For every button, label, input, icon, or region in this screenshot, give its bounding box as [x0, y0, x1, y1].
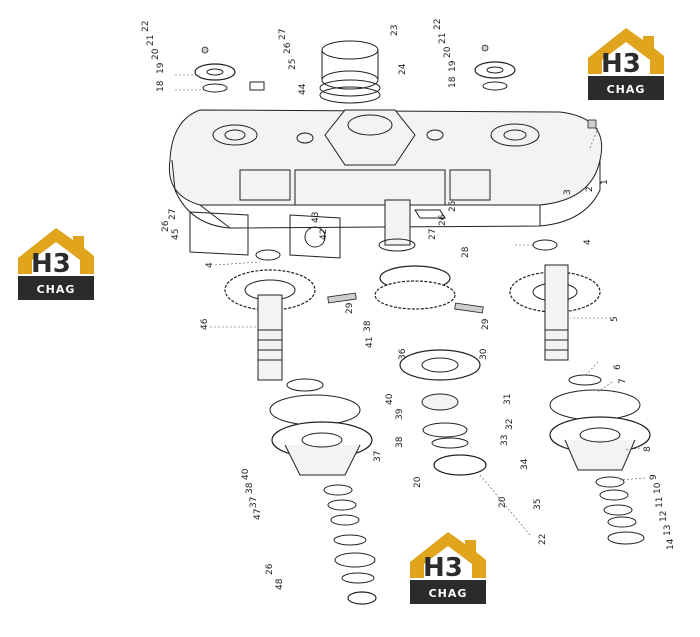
- brand-logo-top-right: H3 CHAG: [588, 28, 664, 100]
- logo-text: CHAG: [37, 283, 76, 296]
- left-gear-shaft: [224, 249, 324, 392]
- part-number-label: 3: [563, 189, 573, 195]
- part-number-label: 26: [265, 563, 275, 575]
- part-number-label: 27: [428, 229, 438, 240]
- right-gear-shaft: [509, 239, 602, 386]
- leader-lines: [175, 74, 646, 536]
- part-number-label: 37: [249, 497, 259, 508]
- part-number-label: 25: [288, 59, 298, 70]
- main-housing: [168, 109, 603, 229]
- cover-plates: [189, 209, 446, 259]
- part-number-label: 21: [146, 35, 156, 46]
- center-drive: [327, 199, 487, 476]
- top-sleeve: [319, 40, 381, 104]
- top-left-bearing-stack: [194, 46, 265, 93]
- part-number-label: 26: [161, 220, 171, 232]
- part-number-label: 26: [283, 42, 293, 54]
- part-number-label: 20: [443, 46, 453, 58]
- part-number-label: 18: [448, 76, 458, 88]
- part-number-label: 30: [479, 348, 489, 360]
- part-number-label: 24: [398, 63, 408, 75]
- part-number-label: 26: [438, 214, 448, 226]
- part-number-label: 20: [498, 496, 508, 508]
- part-number-label: 20: [151, 48, 161, 60]
- part-number-label: 35: [533, 499, 543, 510]
- part-number-label: 13: [663, 525, 673, 536]
- part-number-label: 19: [156, 62, 166, 74]
- brand-logo-bottom: H3 CHAG: [410, 532, 486, 604]
- part-number-label: 20: [413, 476, 423, 488]
- part-number-label: 7: [618, 378, 628, 384]
- part-number-label: 22: [433, 19, 443, 30]
- part-number-label: 37: [373, 451, 383, 462]
- part-number-label: 38: [363, 320, 373, 332]
- part-number-label: 22: [538, 534, 548, 545]
- part-number-label: 27: [278, 29, 288, 40]
- part-number-label: 11: [655, 497, 665, 508]
- part-number-label: 47: [253, 509, 263, 520]
- logo-mark: H3: [423, 553, 463, 583]
- brand-logo-left: H3 CHAG: [18, 228, 94, 300]
- part-number-label: 19: [448, 60, 458, 72]
- logo-text: CHAG: [429, 587, 468, 600]
- part-number-label: 42: [319, 229, 329, 240]
- part-number-label: 40: [385, 393, 395, 405]
- part-number-label: 40: [241, 468, 251, 480]
- part-number-label: 34: [520, 458, 530, 470]
- part-number-label: 4: [205, 262, 215, 268]
- part-number-label: 43: [311, 212, 321, 223]
- part-number-label: 4: [583, 239, 593, 245]
- part-number-label: 38: [245, 482, 255, 494]
- top-right-bearing-stack: [474, 44, 516, 91]
- part-number-label: 25: [448, 201, 458, 212]
- part-number-label: 1: [600, 179, 610, 185]
- part-number-label: 23: [390, 25, 400, 36]
- part-number-label: 46: [200, 318, 210, 330]
- right-hub: [549, 389, 651, 545]
- part-number-label: 33: [500, 435, 510, 446]
- part-number-label: 6: [613, 364, 623, 370]
- part-number-label: 29: [345, 302, 355, 314]
- left-hub: [269, 394, 377, 605]
- part-number-label: 38: [395, 436, 405, 448]
- part-number-label: 28: [461, 246, 471, 258]
- part-number-label: 2: [585, 186, 595, 192]
- part-number-label: 8: [643, 446, 653, 452]
- part-number-label: 12: [659, 511, 669, 522]
- part-number-label: 39: [395, 408, 405, 420]
- part-number-label: 32: [505, 419, 515, 430]
- part-number-label: 21: [438, 33, 448, 44]
- logo-mark: H3: [31, 249, 71, 279]
- part-number-label: 44: [298, 83, 308, 95]
- part-number-label: 41: [365, 337, 375, 348]
- logo-mark: H3: [601, 49, 641, 79]
- part-number-labels: 2221201918272625232444222120191832127264…: [141, 19, 676, 590]
- part-number-label: 22: [141, 21, 151, 32]
- part-number-label: 9: [649, 474, 659, 480]
- part-number-label: 27: [168, 209, 178, 220]
- part-number-label: 48: [275, 578, 285, 590]
- part-number-label: 29: [481, 318, 491, 330]
- part-number-label: 45: [171, 229, 181, 240]
- part-number-label: 31: [503, 394, 513, 405]
- part-number-label: 36: [398, 348, 408, 360]
- part-number-label: 10: [653, 482, 663, 494]
- logo-text: CHAG: [607, 83, 646, 96]
- part-number-label: 18: [156, 80, 166, 92]
- part-number-label: 5: [610, 316, 620, 322]
- part-number-label: 14: [666, 538, 676, 550]
